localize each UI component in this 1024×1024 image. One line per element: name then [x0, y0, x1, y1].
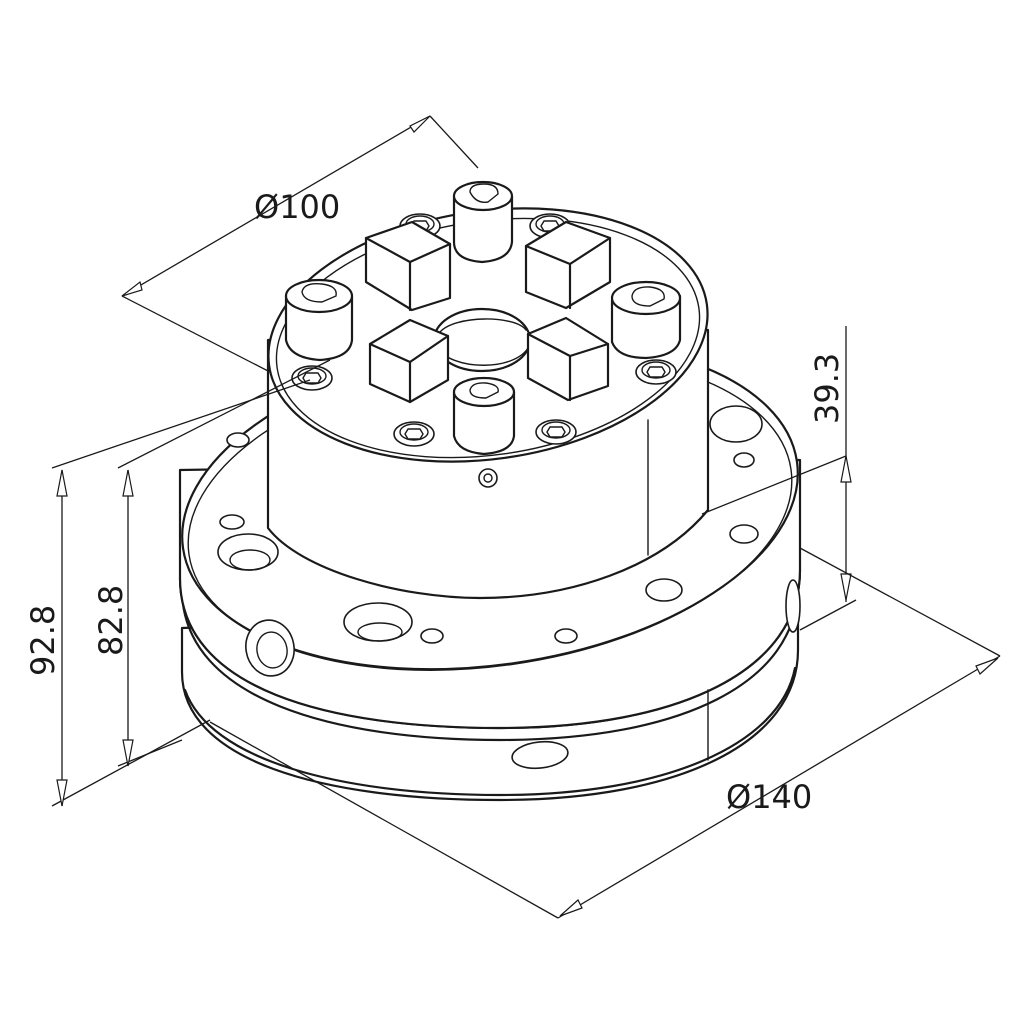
- base-face-holes: [217, 405, 763, 644]
- dimension-labels: Ø100 Ø140 92.8 82.8 39.3: [24, 188, 846, 816]
- upper-cylinder: [266, 180, 710, 600]
- clamping-blocks: [364, 220, 612, 404]
- dim-overall-height: 92.8: [24, 605, 62, 676]
- locating-pins: [284, 180, 682, 456]
- dim-top-height: 39.3: [808, 353, 846, 424]
- side-ports: [245, 579, 801, 770]
- dimension-lines: [51, 115, 1001, 919]
- dim-top-diameter: Ø100: [254, 188, 340, 226]
- dim-body-height: 82.8: [92, 585, 130, 656]
- dim-base-diameter: Ø140: [726, 778, 812, 816]
